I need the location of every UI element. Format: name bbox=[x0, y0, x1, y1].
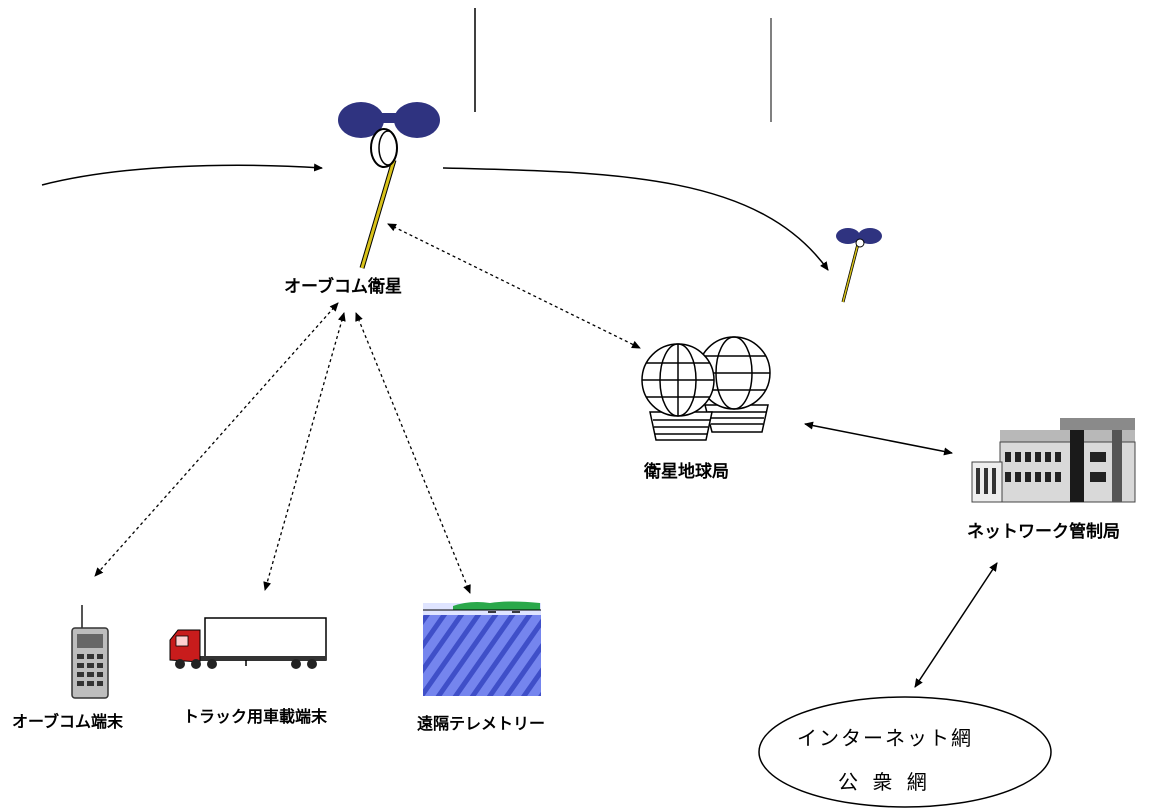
public-network-label: 公 衆 網 bbox=[838, 770, 931, 794]
satellite-icon bbox=[338, 102, 440, 269]
handheld-terminal-icon bbox=[71, 605, 109, 699]
orbit-arc-left bbox=[41, 163, 323, 186]
network-cloud bbox=[758, 696, 1052, 808]
truck-terminal-label: トラック用車載端末 bbox=[183, 707, 328, 726]
small-satellite-icon bbox=[836, 228, 882, 303]
earth-station-label: 衛星地球局 bbox=[644, 462, 729, 482]
link-satellite-earth-station bbox=[387, 223, 641, 349]
building-icon bbox=[971, 418, 1136, 503]
orbcomm-satellite-label: オーブコム衛星 bbox=[284, 277, 402, 297]
link-satellite-truck bbox=[263, 312, 346, 591]
network-control-center-label: ネットワーク管制局 bbox=[967, 522, 1120, 542]
orbit-arc-right bbox=[442, 167, 829, 271]
link-satellite-terminal bbox=[94, 302, 339, 577]
orbcomm-terminal-label: オーブコム端末 bbox=[12, 712, 124, 731]
link-earth-station-network-center bbox=[804, 421, 953, 456]
internet-label: インターネット網 bbox=[797, 726, 973, 750]
earth-station-icon bbox=[641, 336, 771, 441]
telemetry-icon bbox=[423, 601, 541, 696]
truck-icon bbox=[169, 617, 327, 669]
remote-telemetry-label: 遠隔テレメトリー bbox=[417, 714, 546, 733]
link-network-center-internet bbox=[914, 562, 998, 688]
link-satellite-telemetry bbox=[355, 312, 471, 594]
